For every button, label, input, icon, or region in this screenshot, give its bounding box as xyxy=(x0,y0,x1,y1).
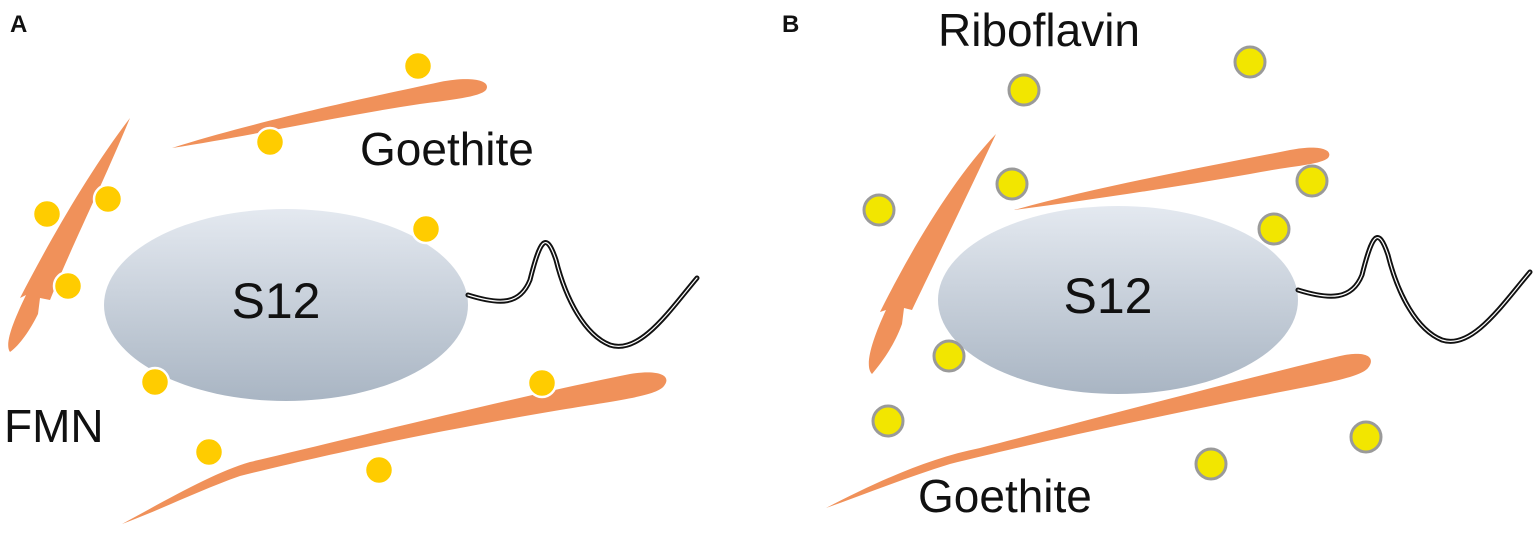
fmn-label: FMN xyxy=(4,400,104,452)
fmn-molecule xyxy=(193,436,225,468)
riboflavin-molecules xyxy=(862,45,1383,481)
goethite-rod xyxy=(868,134,996,374)
s12-cell-label: S12 xyxy=(1064,268,1153,324)
riboflavin-molecule xyxy=(1007,73,1041,107)
riboflavin-molecule xyxy=(862,193,896,227)
fmn-molecule xyxy=(526,367,558,399)
fmn-molecule xyxy=(410,213,442,245)
panel-a: A S12 Goethite FMN xyxy=(4,11,700,524)
fmn-molecule xyxy=(31,198,63,230)
panel-b: B S12 Riboflavin Goethite xyxy=(782,4,1533,522)
goethite-rod xyxy=(8,118,130,352)
fmn-molecule xyxy=(139,366,171,398)
riboflavin-molecule xyxy=(1349,420,1383,454)
s12-cell xyxy=(938,206,1298,394)
riboflavin-molecule xyxy=(1295,164,1329,198)
fmn-molecule xyxy=(363,454,395,486)
riboflavin-molecule xyxy=(1233,45,1267,79)
goethite-label-a: Goethite xyxy=(360,123,534,175)
riboflavin-molecule xyxy=(995,167,1029,201)
fmn-molecule xyxy=(92,183,124,215)
s12-cell xyxy=(104,209,468,401)
fmn-molecules xyxy=(31,50,558,486)
flagellum xyxy=(1295,235,1533,344)
s12-cell-label: S12 xyxy=(232,273,321,329)
riboflavin-molecule xyxy=(932,339,966,373)
riboflavin-molecule xyxy=(1194,447,1228,481)
riboflavin-molecule xyxy=(1257,212,1291,246)
fmn-molecule xyxy=(402,50,434,82)
panel-label-b: B xyxy=(782,11,799,38)
goethite-rod xyxy=(826,353,1371,508)
riboflavin-label: Riboflavin xyxy=(938,4,1140,56)
panel-label-a: A xyxy=(10,11,27,38)
fmn-molecule xyxy=(52,270,84,302)
fmn-molecule xyxy=(254,126,286,158)
riboflavin-molecule xyxy=(871,404,905,438)
goethite-rod xyxy=(1014,147,1330,210)
flagellum xyxy=(465,240,700,349)
goethite-rod xyxy=(122,372,667,524)
goethite-label-b: Goethite xyxy=(918,470,1092,522)
goethite-rod xyxy=(172,79,487,148)
